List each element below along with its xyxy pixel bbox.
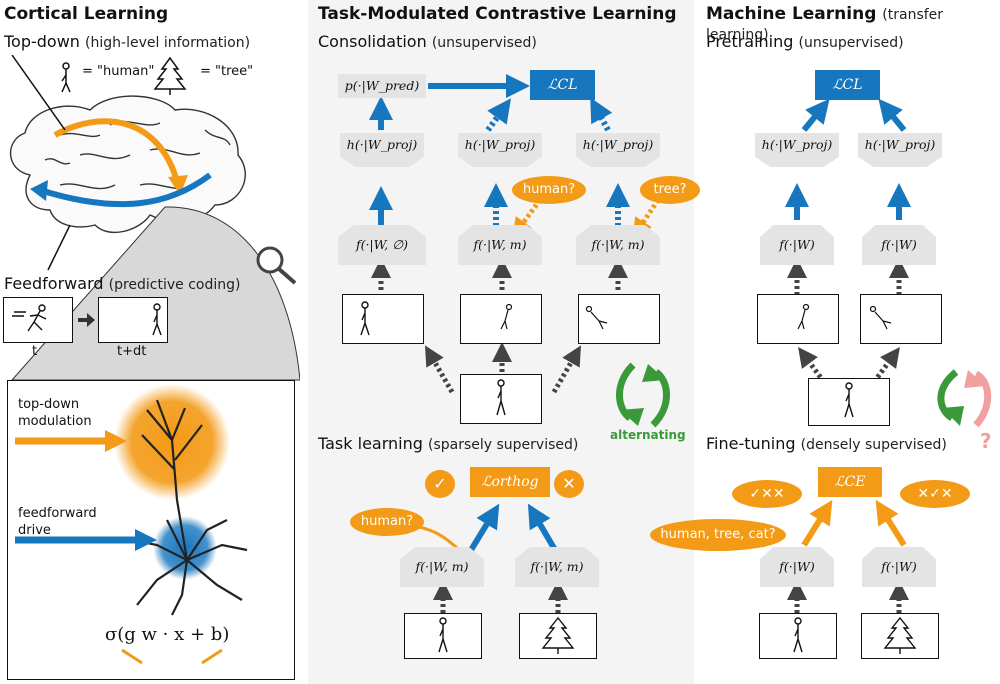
f-m-box-task-1: f(·|W, m) [400, 547, 484, 587]
check-bubble: ✓ [425, 470, 455, 498]
walking-person-icon [844, 382, 854, 418]
legend-human: = "human" [82, 64, 155, 79]
marks-right-bubble: ✕✓✕ [900, 480, 970, 508]
ml-title: Machine Learning (transfer learning) [706, 4, 944, 43]
frame-tdt-label: t+dt [117, 344, 147, 359]
cortical-learning-title: Cortical Learning [4, 4, 169, 24]
frame-t [3, 297, 73, 343]
walking-person-icon [438, 617, 448, 653]
neuron-illustration [15, 384, 248, 665]
right-view-frame-2 [860, 294, 942, 344]
walking-person-icon [500, 303, 513, 330]
l-orthog-box: ℒorthog [470, 467, 550, 497]
alternating-cycle-icon [616, 362, 670, 428]
alternating-label: alternating [610, 428, 686, 442]
walking-person-icon [793, 617, 803, 653]
brain-icon [9, 95, 246, 234]
running-person-icon [12, 304, 47, 332]
right-source-frame [808, 378, 890, 426]
walking-person-icon [585, 305, 608, 330]
consolidation-heading: Consolidation (unsupervised) [318, 32, 537, 51]
f-w-box-right-2: f(·|W) [862, 225, 936, 265]
brain-illustration [9, 55, 300, 381]
non-alternating-cycle-icon [937, 369, 992, 428]
h-proj-box-3: h(·|W_proj) [576, 133, 660, 167]
cross-bubble: ✕ [554, 470, 584, 498]
neuron-icon [131, 399, 248, 616]
walking-person-icon [152, 303, 162, 336]
h-proj-box-right-1: h(·|W_proj) [755, 133, 839, 167]
tree-icon [541, 616, 575, 654]
right-arrows: ? [785, 98, 992, 613]
magnifier-icon [256, 246, 297, 285]
f-m-box-1: f(·|W, m) [458, 225, 542, 265]
p-pred-box: p(·|W_pred) [338, 74, 426, 98]
neuron-equation: σ(g w · x + b) [105, 624, 230, 645]
marks-left-bubble: ✓✕✕ [732, 480, 802, 508]
task-frame-human [404, 613, 482, 659]
f-empty-box: f(·|W, ∅) [338, 225, 426, 265]
svg-text:?: ? [980, 429, 992, 453]
f-w-box-right-1: f(·|W) [760, 225, 834, 265]
view-frame-3 [578, 294, 660, 344]
finetune-frame-human [759, 613, 837, 659]
l-ce-box: ℒCE [818, 467, 882, 497]
finetuning-heading: Fine-tuning (densely supervised) [706, 434, 947, 453]
feedforward-drive-label: feedforward drive [18, 506, 97, 538]
tmcl-title: Task-Modulated Contrastive Learning [318, 4, 677, 24]
question-multi-bubble: human, tree, cat? [650, 519, 786, 551]
frame-t-label: t [32, 344, 38, 359]
l-cl-box-middle: ℒCL [530, 70, 595, 100]
f-w-box-finetune-1: f(·|W) [760, 547, 834, 587]
question-tree-bubble: tree? [640, 176, 700, 204]
arrow-right-icon [78, 313, 95, 327]
walking-person-icon [797, 303, 810, 330]
f-w-box-finetune-2: f(·|W) [862, 547, 936, 587]
walking-person-icon [360, 301, 370, 336]
walking-person-icon [61, 62, 71, 93]
l-cl-box-right: ℒCL [815, 70, 880, 100]
pretraining-heading: Pretraining (unsupervised) [706, 32, 904, 51]
h-proj-box-2: h(·|W_proj) [458, 133, 542, 167]
f-m-box-2: f(·|W, m) [576, 225, 660, 265]
legend-tree: = "tree" [200, 64, 254, 79]
view-frame-1 [342, 294, 424, 344]
f-m-box-task-2: f(·|W, m) [515, 547, 599, 587]
h-proj-box-1: h(·|W_proj) [340, 133, 424, 167]
question-human-bubble: human? [512, 176, 586, 204]
walking-person-icon [869, 305, 892, 330]
task-learning-heading: Task learning (sparsely supervised) [318, 434, 579, 453]
question-human-bubble-task: human? [350, 508, 424, 536]
tree-icon [883, 616, 917, 654]
right-view-frame-1 [757, 294, 839, 344]
topdown-heading: Top-down (high-level information) [4, 32, 251, 51]
feedforward-heading: Feedforward (predictive coding) [4, 274, 241, 293]
topdown-modulation-label: top-down modulation [18, 397, 92, 429]
view-frame-2 [460, 294, 542, 344]
finetune-frame-tree [861, 613, 939, 659]
frame-tdt [98, 297, 168, 343]
tree-icon [153, 56, 187, 95]
walking-person-icon [496, 379, 506, 416]
task-frame-tree [519, 613, 597, 659]
h-proj-box-right-2: h(·|W_proj) [858, 133, 942, 167]
source-frame [460, 374, 542, 424]
